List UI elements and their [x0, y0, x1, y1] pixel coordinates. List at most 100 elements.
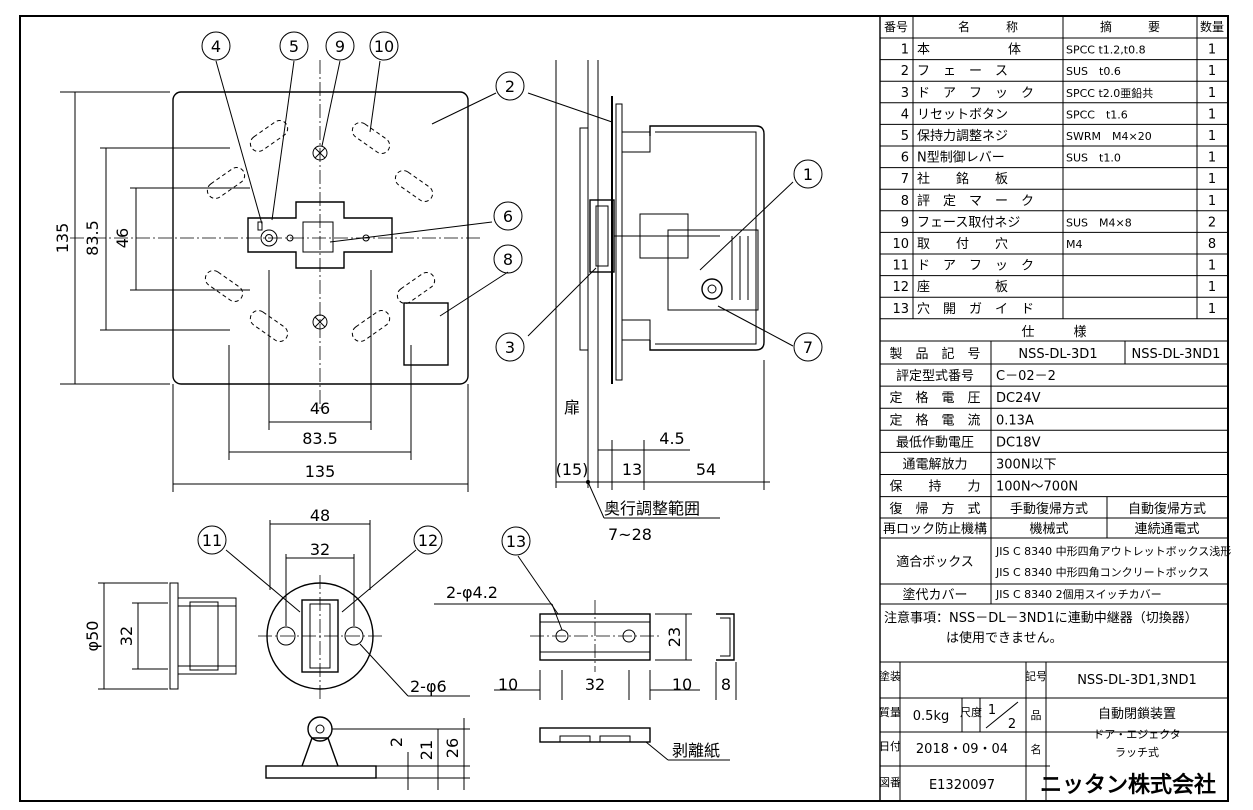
title-block: 塗装 記号 NSS-DL-3D1,3ND1 質量 0.5kg 尺度 1 2 品 … [879, 661, 1228, 801]
callout-8: 8 [503, 250, 513, 269]
spec-row-value: C－02－2 [996, 369, 1056, 384]
spec-row-value: 100N～700N [996, 480, 1078, 495]
spec-row-label: 定 格 電 流 [889, 412, 980, 428]
drill-guide-views: 2-φ4.2 10 32 10 23 8 剥離紙 [434, 555, 737, 761]
callout-3: 3 [505, 338, 515, 357]
tb-product-2: ドア・エジェクタ [1093, 728, 1181, 741]
parts-row-no: 8 [901, 194, 909, 209]
parts-row-spec: M4 [1066, 238, 1083, 251]
spec-model-b: NSS-DL-3ND1 [1132, 347, 1221, 362]
parts-row-qty: 1 [1208, 64, 1216, 79]
tb-drawing-label: 図番 [879, 776, 901, 789]
depth-adjust-range: 7~28 [608, 525, 652, 544]
tb-date-label: 日付 [879, 740, 901, 753]
parts-row-no: 1 [901, 43, 909, 58]
spec-reset-label: 復 帰 方 式 [889, 501, 980, 517]
base-plate-views: φ50 32 48 32 2-φ6 2 21 26 [83, 506, 470, 790]
parts-row-no: 10 [892, 237, 909, 252]
parts-row-no: 6 [901, 151, 909, 166]
parts-row-name: 取 付 穴 [917, 237, 1008, 252]
dim-83-5-h: 83.5 [302, 429, 338, 448]
callout-9: 9 [335, 37, 345, 56]
parts-row-qty: 1 [1208, 86, 1216, 101]
spec-box-label: 適合ボックス [896, 554, 974, 570]
dim-2-phi4-2: 2-φ4.2 [446, 583, 498, 602]
dim-135-v: 135 [53, 223, 72, 254]
spec-row-value: 300N以下 [996, 458, 1057, 473]
spec-row-label: 定 格 電 圧 [889, 390, 980, 406]
parts-row-qty: 1 [1208, 43, 1216, 58]
parts-row-name: N型制御レバー [917, 151, 1005, 166]
spec-relock-a: 機械式 [1029, 522, 1068, 537]
callout-13: 13 [506, 532, 526, 551]
parts-row-no: 9 [901, 215, 909, 230]
callout-2: 2 [505, 77, 515, 96]
parts-row-spec: SUS t1.0 [1066, 152, 1121, 165]
dim-32-base: 32 [310, 540, 330, 559]
parts-row-no: 2 [901, 64, 909, 79]
spec-reset-b: 自動復帰方式 [1128, 501, 1206, 517]
parts-row-qty: 8 [1208, 237, 1216, 252]
callout-10: 10 [374, 37, 394, 56]
callout-11: 11 [202, 531, 222, 550]
company-logo-text: ニッタン株式会社 [1040, 772, 1216, 798]
tb-name-label: 名 [1031, 742, 1042, 756]
parts-row-no: 12 [892, 280, 909, 295]
dim-46-h: 46 [310, 399, 330, 418]
parts-row-name: 穴 開 ガ イ ド [917, 302, 1034, 317]
parts-row-spec: SWRM M4×20 [1066, 130, 1152, 143]
side-view: 扉 (15) 13 54 4.5 奥行調整範囲 7~28 [527, 60, 794, 544]
parts-header-name: 名 称 [958, 19, 1018, 34]
spec-model-a: NSS-DL-3D1 [1018, 347, 1097, 362]
tb-mass-value: 0.5kg [913, 709, 949, 724]
dim-2-phi6: 2-φ6 [410, 677, 447, 696]
parts-row-spec: SUS M4×8 [1066, 216, 1132, 229]
tb-product-1: 自動閉鎖装置 [1098, 706, 1176, 722]
parts-row-no: 3 [901, 86, 909, 101]
spec-row-label: 保 持 力 [889, 480, 980, 495]
dim-8: 8 [721, 675, 731, 694]
dim-10-right: 10 [672, 675, 692, 694]
spec-box-2: JIS C 8340 中形四角コンクリートボックス [995, 566, 1209, 579]
tb-mass-label: 質量 [879, 705, 901, 719]
spec-row-label: 最低作動電圧 [896, 435, 974, 450]
front-view: 135 83.5 46 46 83.5 135 [53, 60, 509, 492]
callouts: 4 5 9 10 2 6 8 3 1 7 11 12 13 [197, 31, 823, 556]
dim-15: (15) [556, 460, 589, 479]
parts-row-qty: 2 [1208, 215, 1216, 230]
spec-title: 仕 様 [1021, 325, 1086, 340]
parts-row-qty: 1 [1208, 107, 1216, 122]
dim-13: 13 [622, 460, 642, 479]
parts-row-name: 本 体 [917, 43, 1021, 58]
spec-reset-a: 手動復帰方式 [1010, 501, 1088, 517]
tb-code-label: 記号 [1025, 669, 1047, 683]
dim-phi50: φ50 [83, 621, 102, 652]
dim-48: 48 [310, 506, 330, 525]
callout-7: 7 [803, 338, 813, 357]
release-paper-label: 剥離紙 [672, 741, 720, 760]
parts-row-no: 11 [892, 259, 909, 274]
parts-row-name: 座 板 [917, 280, 1008, 295]
spec-table: 仕 様 製 品 記 号 NSS-DL-3D1 NSS-DL-3ND1 評定型式番… [880, 325, 1231, 646]
tb-scale-label: 尺度 [960, 705, 982, 719]
parts-header-qty: 数量 [1200, 19, 1224, 34]
parts-row-name: 保持力調整ネジ [917, 129, 1008, 144]
spec-cover-value: JIS C 8340 2個用スイッチカバー [995, 588, 1162, 601]
mounting-slots [204, 120, 436, 342]
parts-row-name: フ ェ ー ス [917, 64, 1008, 79]
dim-46-v: 46 [113, 228, 132, 248]
spec-relock-label: 再ロック防止機構 [883, 521, 987, 537]
parts-row-qty: 1 [1208, 151, 1216, 166]
parts-row-name: ド ア フ ッ ク [917, 259, 1034, 274]
parts-header-spec: 摘 要 [1100, 19, 1160, 34]
spec-row-label: 通電解放力 [902, 458, 967, 473]
tb-product-label: 品 [1031, 709, 1042, 722]
tb-product-3: ラッチ式 [1115, 746, 1159, 759]
spec-relock-b: 連続通電式 [1134, 522, 1199, 537]
depth-adjust-label: 奥行調整範囲 [604, 499, 700, 518]
parts-row-qty: 1 [1208, 259, 1216, 274]
door-label: 扉 [564, 398, 580, 417]
parts-row-qty: 1 [1208, 194, 1216, 209]
